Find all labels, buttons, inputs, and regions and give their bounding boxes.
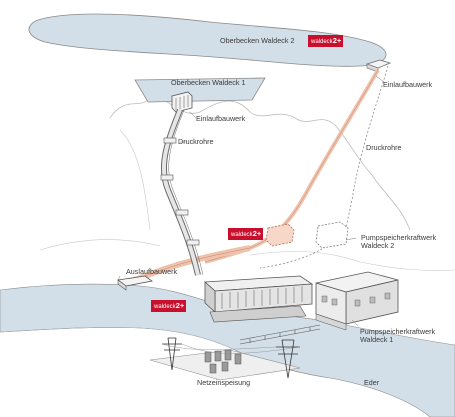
- terrain-lines: [39, 129, 455, 271]
- label-pumpspeicherkraftwerk-waldeck-1: Pumpspeicherkraftwerk Waldeck 1: [360, 327, 436, 345]
- label-oberbecken-waldeck-2: Oberbecken Waldeck 2: [220, 36, 295, 45]
- badge-waldeck-2plus-middle: waldeck2+: [228, 228, 264, 240]
- badge-sup: 2+: [252, 229, 262, 238]
- leader-lines: [117, 75, 385, 327]
- label-netzeinspeisung: Netzeinspeisung: [197, 378, 251, 387]
- badge-text: waldeck: [154, 304, 176, 310]
- badge-waldeck-2plus-bottom: waldeck2+: [151, 300, 187, 312]
- label-oberbecken-waldeck-1: Oberbecken Waldeck 1: [171, 78, 246, 87]
- cavern-new: [265, 223, 295, 247]
- cavern-waldeck-2: [315, 221, 349, 249]
- label-einlaufbauwerk-left: Einlaufbauwerk: [196, 114, 246, 123]
- bridge: [239, 324, 321, 345]
- substation: [149, 349, 301, 381]
- reservoir-waldeck-2: [28, 13, 387, 67]
- label-druckrohre-right: Druckrohre: [366, 143, 402, 152]
- power-lines: [161, 343, 301, 354]
- pylon-left: [162, 337, 182, 371]
- intake-right: [365, 59, 392, 73]
- label-auslaufbauwerk: Auslaufbauwerk: [126, 267, 178, 276]
- label-pumpspeicherkraftwerk-waldeck-2: Pumpspeicherkraftwerk Waldeck 2: [361, 233, 437, 251]
- badge-sup: 2+: [175, 301, 185, 310]
- pylon-right: [276, 339, 300, 379]
- badge-waldeck-2plus-top: waldeck2+: [308, 35, 344, 47]
- penstock-supports: [160, 137, 200, 246]
- outlet-structure: [116, 275, 153, 291]
- intake-left: [171, 91, 193, 113]
- penstock-waldeck-2-dashed: [345, 65, 389, 229]
- powerhouse-waldeck-1: [315, 271, 399, 331]
- hills-outline: [109, 96, 411, 231]
- label-druckrohre-left: Druckrohre: [178, 137, 214, 146]
- badge-text: waldeck: [311, 39, 333, 45]
- powerhouse-main: [204, 275, 314, 323]
- label-eder: Eder: [364, 378, 380, 387]
- reservoir-waldeck-1: [134, 77, 266, 103]
- badge-text: waldeck: [231, 232, 253, 238]
- badge-sup: 2+: [332, 36, 342, 45]
- label-einlaufbauwerk-right: Einlaufbauwerk: [383, 80, 433, 89]
